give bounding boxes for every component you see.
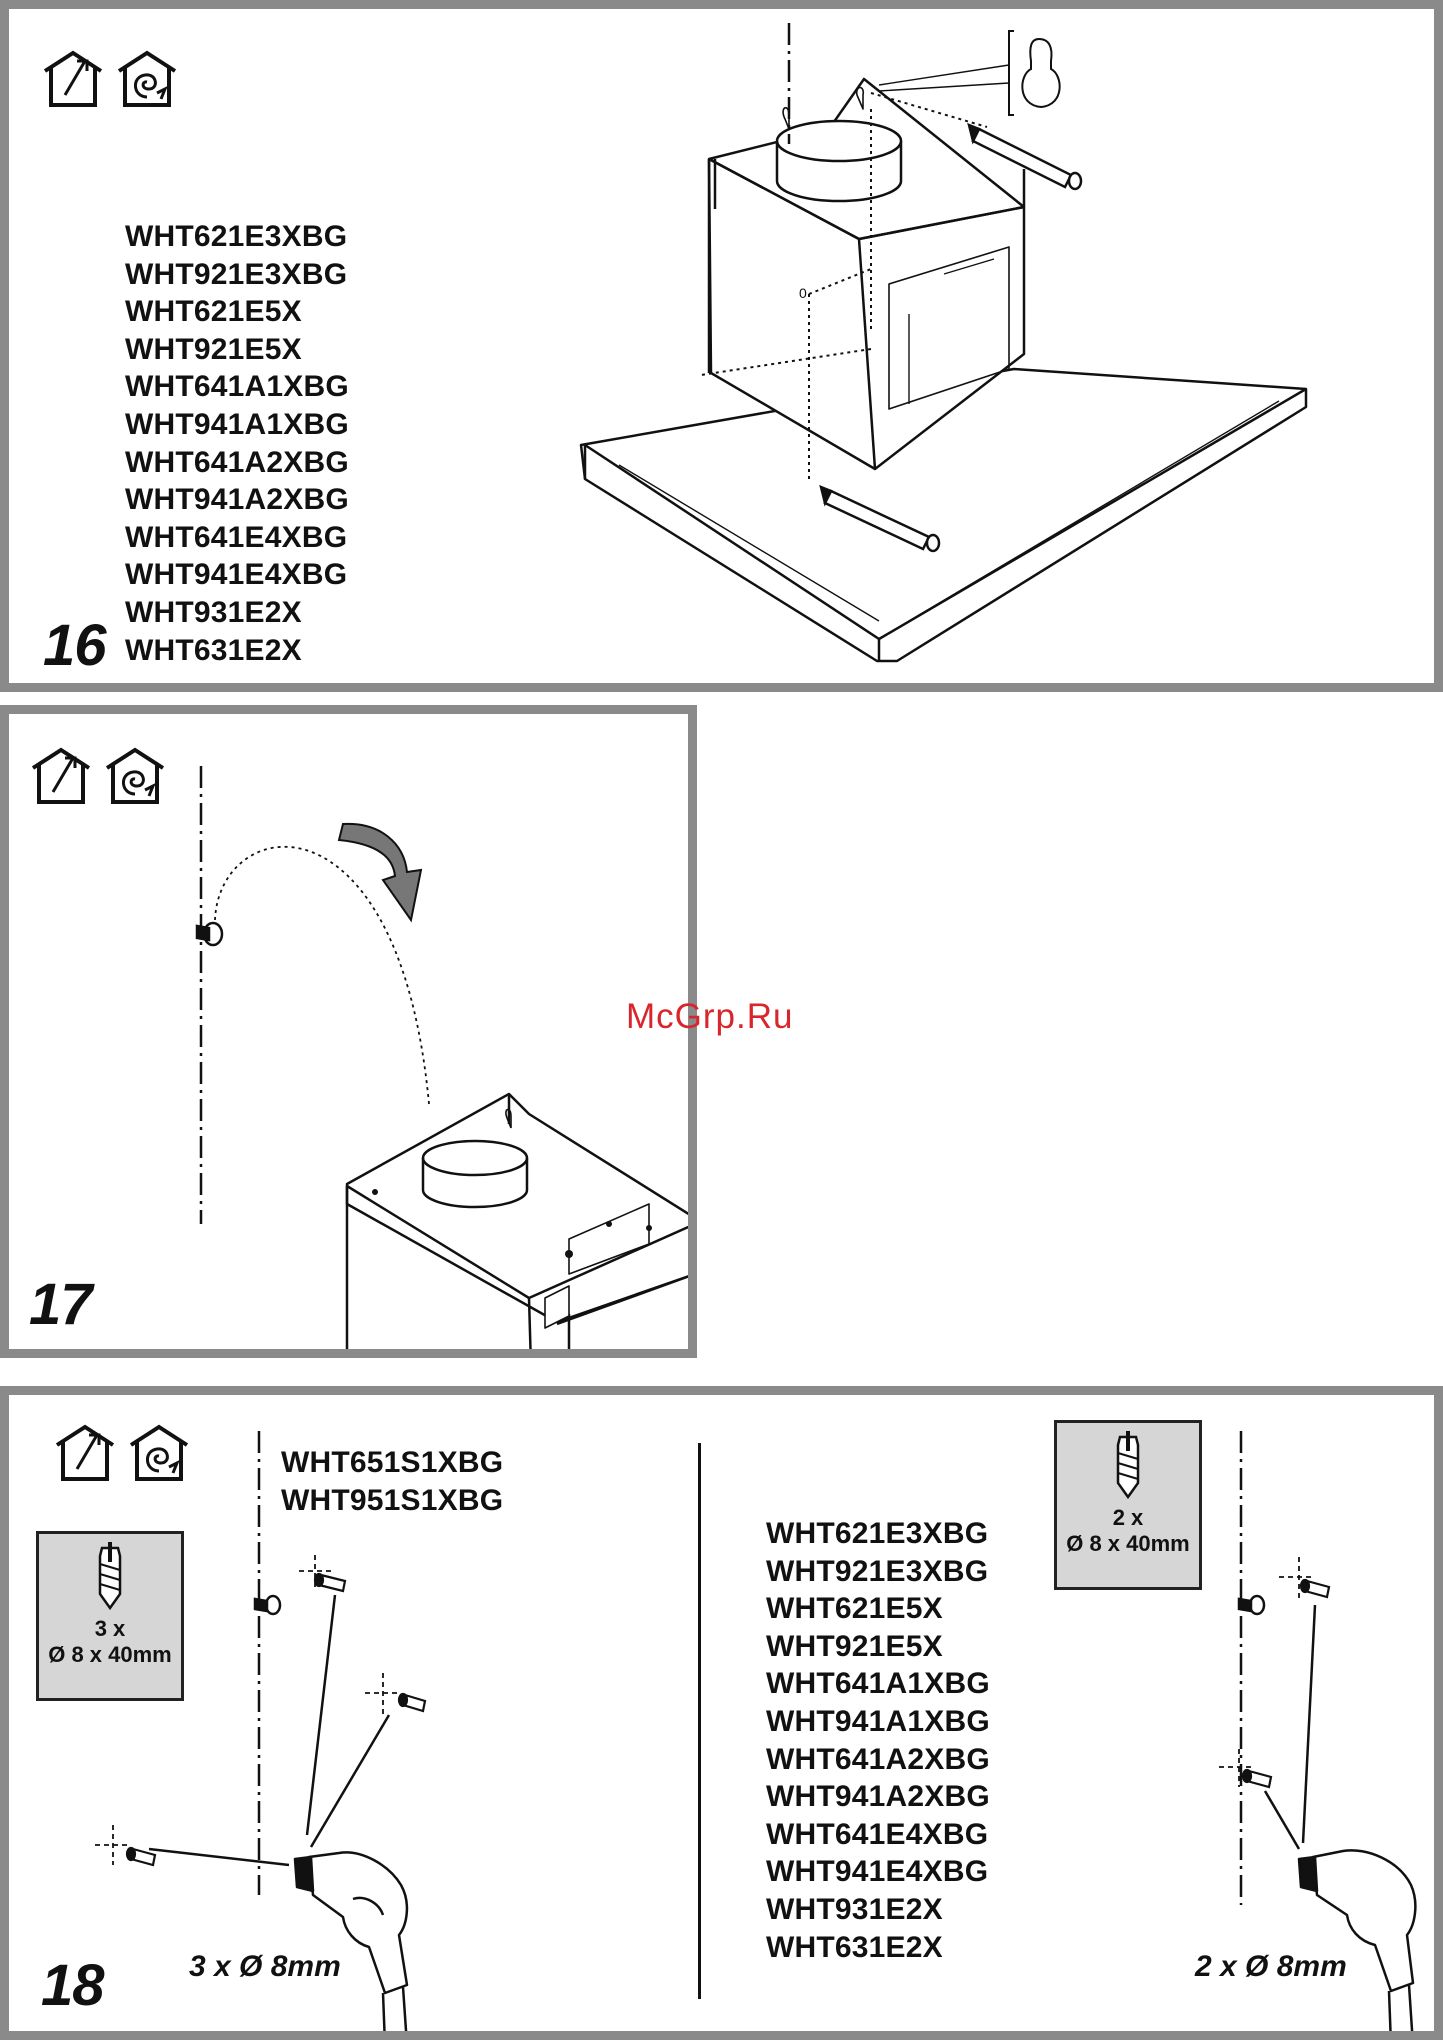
drill-icon — [293, 1851, 409, 2031]
model-item: WHT921E5X — [766, 1629, 943, 1663]
model-item: WHT921E5X — [125, 332, 302, 366]
model-item: WHT641E4XBG — [125, 520, 348, 554]
model-item: WHT951S1XBG — [281, 1483, 504, 1517]
hood-hang-illustration — [195, 766, 688, 1349]
house-recirculation-swirl-icon — [117, 50, 177, 107]
model-item: WHT931E2X — [125, 595, 302, 629]
model-item: WHT941E4XBG — [766, 1855, 989, 1889]
step-18-panel: WHT651S1XBG WHT951S1XBG 3 x Ø 8 x 40mm 3… — [0, 1386, 1443, 2040]
drill-caption-left: 3 x Ø 8mm — [189, 1950, 341, 1983]
model-item: WHT631E2X — [125, 633, 302, 667]
drill-caption-right: 2 x Ø 8mm — [1195, 1950, 1347, 1983]
model-item: WHT941A2XBG — [766, 1780, 990, 1814]
drill-icon — [1297, 1849, 1417, 2031]
house-recirculation-swirl-icon — [105, 747, 165, 804]
wall-plug-icon — [1116, 1431, 1140, 1500]
mode-icons — [41, 49, 179, 109]
svg-text:0: 0 — [799, 285, 807, 301]
model-item: WHT641A2XBG — [125, 445, 349, 479]
model-list-18-right: WHT621E3XBG WHT921E3XBG WHT621E5X WHT921… — [766, 1515, 990, 1966]
mode-icons — [29, 746, 167, 806]
plug-quantity: 3 x — [94, 1616, 126, 1641]
model-item: WHT641A1XBG — [125, 370, 349, 404]
plug-size: Ø 8 x 40mm — [48, 1642, 172, 1667]
model-item: WHT941A2XBG — [125, 483, 349, 517]
model-item: WHT921E3XBG — [125, 257, 348, 291]
house-recirculation-swirl-icon — [129, 1424, 189, 1481]
model-item: WHT941E4XBG — [125, 558, 348, 592]
house-outlet-arrow-icon — [31, 747, 91, 804]
step-17-panel: 17 — [0, 705, 697, 1358]
hood-marking-illustration: 0 — [579, 23, 1308, 663]
model-item: WHT931E2X — [766, 1892, 943, 1926]
wall-plug-icon — [98, 1542, 122, 1611]
model-item: WHT941A1XBG — [125, 407, 349, 441]
model-list-18-left: WHT651S1XBG WHT951S1XBG — [281, 1444, 503, 1519]
model-item: WHT631E2X — [766, 1930, 943, 1964]
model-item: WHT651S1XBG — [281, 1446, 504, 1479]
model-item: WHT641A1XBG — [766, 1667, 990, 1701]
model-item: WHT621E5X — [766, 1592, 943, 1626]
step-number: 16 — [43, 613, 107, 678]
model-item: WHT621E3XBG — [125, 220, 348, 253]
model-item: WHT641A2XBG — [766, 1742, 990, 1776]
plug-quantity: 2 x — [1112, 1505, 1144, 1530]
house-outlet-arrow-icon — [43, 50, 103, 107]
model-list-16: WHT621E3XBG WHT921E3XBG WHT621E5X WHT921… — [125, 218, 349, 669]
step-number: 17 — [29, 1272, 93, 1337]
model-item: WHT621E5X — [125, 295, 302, 329]
plug-size: Ø 8 x 40mm — [1066, 1531, 1190, 1556]
model-item: WHT621E3XBG — [766, 1517, 989, 1550]
wall-plug-box-right: 2 x Ø 8 x 40mm — [1054, 1420, 1202, 1590]
section-divider — [698, 1443, 701, 1999]
mode-icons — [53, 1423, 191, 1483]
step-16-panel: WHT621E3XBG WHT921E3XBG WHT621E5X WHT921… — [0, 0, 1443, 692]
model-item: WHT641E4XBG — [766, 1817, 989, 1851]
wall-drilling-illustration — [95, 1431, 1417, 2031]
model-item: WHT921E3XBG — [766, 1554, 989, 1588]
model-item: WHT941A1XBG — [766, 1704, 990, 1738]
wall-plug-box-left: 3 x Ø 8 x 40mm — [36, 1531, 184, 1701]
watermark: McGrp.Ru — [626, 997, 794, 1036]
house-outlet-arrow-icon — [55, 1424, 115, 1481]
step-number: 18 — [41, 1953, 105, 2018]
